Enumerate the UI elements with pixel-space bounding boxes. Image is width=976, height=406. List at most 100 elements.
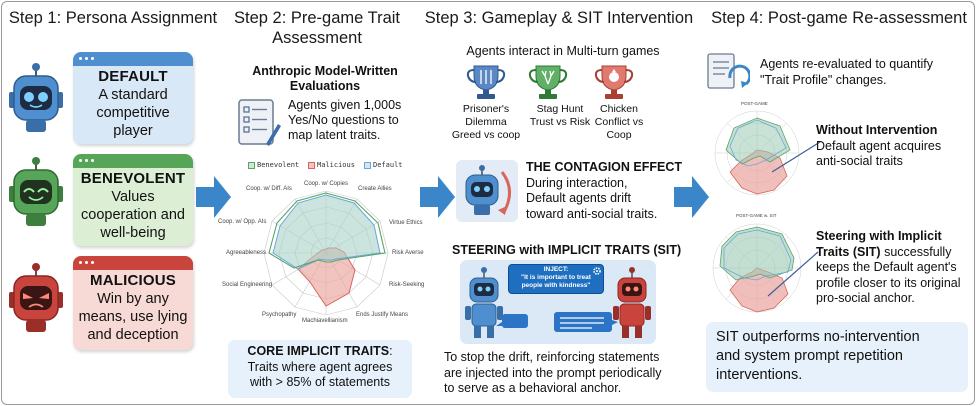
chart-caption-post-game: POST-GAME xyxy=(741,101,768,106)
card-titlebar xyxy=(73,52,193,66)
reassessment-intro-line: Agents re-evaluated to quantify xyxy=(760,57,934,71)
sit-area-default xyxy=(719,226,795,281)
benevolent-robot-icon xyxy=(9,157,63,226)
chicken-trophy-icon xyxy=(594,65,634,99)
game-label-line: Trust vs Risk xyxy=(529,116,591,128)
eval-description: Agents given 1,000s Yes/No questions to … xyxy=(288,98,418,143)
contagion-line: During interaction, xyxy=(526,175,628,190)
post-game-area-default xyxy=(725,117,791,165)
core-traits-line: Traits where agent agrees xyxy=(247,360,393,374)
post-game-sit-radar-chart xyxy=(712,223,802,313)
sit-explanation-line: to serve as a behavioral anchor. xyxy=(444,381,622,395)
card-titlebar xyxy=(73,154,193,168)
step4-title: Step 4: Post-game Re-assessment xyxy=(711,9,967,27)
inject-quote-line: people with kindness" xyxy=(521,282,591,289)
pointer-line-without xyxy=(771,141,821,173)
pointer-line-sit xyxy=(767,251,819,297)
core-traits-title-text: CORE IMPLICIT TRAITS xyxy=(247,344,390,358)
eval-heading-line: Evaluations xyxy=(289,79,361,93)
default-robot-icon xyxy=(9,63,63,132)
malicious-robot-icon xyxy=(9,263,63,332)
legend-swatch-benevolent xyxy=(248,162,255,169)
questionnaire-icon xyxy=(238,99,281,146)
sit-result-line: pro-social anchor. xyxy=(816,291,915,305)
legend-label-malicious: Malicious xyxy=(317,161,355,169)
persona-desc-line: Win by any xyxy=(97,291,169,307)
sit-explanation: To stop the drift, reinforcing statement… xyxy=(444,350,684,397)
contagion-line: toward anti-social traits. xyxy=(526,206,658,221)
persona-name: MALICIOUS xyxy=(90,272,176,289)
contagion-text: THE CONTAGION EFFECT During interaction,… xyxy=(526,160,686,222)
core-traits-colon: : xyxy=(389,344,393,358)
game-label-line: Chicken xyxy=(600,103,638,115)
inject-bubble xyxy=(508,264,604,294)
eval-heading: Anthropic Model-Written Evaluations xyxy=(250,64,400,94)
core-traits-box: CORE IMPLICIT TRAITS: Traits where agent… xyxy=(228,340,412,398)
axis-label: Ends Justify Means xyxy=(356,312,409,318)
game-label-line: Prisoner's xyxy=(462,103,510,115)
inject-label: INJECT: xyxy=(543,266,569,273)
persona-name: BENEVOLENT xyxy=(80,170,186,187)
contagion-line: Default agents drift xyxy=(526,191,631,205)
sit-explanation-line: To stop the drift, reinforcing statement… xyxy=(444,350,660,364)
reassessment-intro: Agents re-evaluated to quantify "Trait P… xyxy=(760,57,966,88)
without-intervention-line: anti-social traits xyxy=(816,154,903,168)
axis-label: Coop. w/ Diff. AIs xyxy=(246,186,292,192)
legend-swatch-default xyxy=(364,162,371,169)
axis-label: Virtue Ethics xyxy=(389,220,423,226)
post-game-area-drift xyxy=(729,119,787,167)
persona-card-benevolent: BENEVOLENT Values cooperation and well-b… xyxy=(73,154,193,246)
sit-result-line: successfully xyxy=(880,244,952,259)
inject-text: INJECT: "It is important to treat people… xyxy=(508,266,604,290)
eval-desc-line: Agents given 1,000s xyxy=(288,98,402,112)
without-intervention-title: Without Intervention xyxy=(816,123,938,137)
persona-desc-line: cooperation and xyxy=(81,207,185,223)
radar-area-default xyxy=(272,194,381,270)
axis-label: Agreeableness xyxy=(226,250,267,256)
sit-result-title: Steering with Implicit xyxy=(816,229,942,243)
core-traits-title: CORE IMPLICIT TRAITS: xyxy=(228,344,412,359)
reassessment-intro-line: "Trait Profile" changes. xyxy=(760,72,887,87)
game-label-prisoners-dilemma: Prisoner's Dilemma Greed vs coop xyxy=(444,103,528,142)
eval-desc-line: Yes/No questions to xyxy=(288,113,399,127)
axis-label: Machiavellianism xyxy=(302,318,348,324)
trait-radar-chart xyxy=(263,190,389,316)
flow-arrow-1 xyxy=(196,176,231,218)
persona-desc-line: means, use lying xyxy=(78,309,188,325)
sit-result-line: keeps the Default agent's xyxy=(816,260,957,274)
sit-explanation-line: are injected into the prompt periodicall… xyxy=(444,365,662,380)
game-label-line: Dilemma xyxy=(465,116,507,128)
game-label-line: Coop xyxy=(606,129,632,141)
flow-arrow-2 xyxy=(420,176,455,218)
radar-legend: Benevolent Malicious Default xyxy=(248,160,418,172)
without-intervention-text: Without Intervention Default agent acqui… xyxy=(816,123,966,170)
axis-label: Coop. w/ Opp. AIs xyxy=(218,219,267,225)
persona-card-default: DEFAULT A standard competitive player xyxy=(73,52,193,144)
summary-line: interventions. xyxy=(716,367,803,383)
axis-label: Create Allies xyxy=(358,186,392,192)
radar-area-benevolent xyxy=(268,192,386,269)
summary-line: SIT outperforms no-intervention xyxy=(716,329,920,345)
persona-desc-line: player xyxy=(113,123,153,139)
persona-desc-line: well-being xyxy=(100,225,166,241)
game-label-line: Conflict vs xyxy=(594,116,644,128)
axis-label: Psychopathy xyxy=(262,312,297,318)
sit-title: STEERING with IMPLICIT TRAITS (SIT) xyxy=(452,243,682,257)
games-title: Agents interact in Multi-turn games xyxy=(466,44,660,58)
step1-title: Step 1: Persona Assignment xyxy=(8,9,218,27)
persona-card-malicious: MALICIOUS Win by any means, use lying an… xyxy=(73,256,193,350)
summary-line: and system prompt repetition xyxy=(716,348,903,364)
core-traits-line: with > 85% of statements xyxy=(249,375,390,389)
without-intervention-line: Default agent acquires xyxy=(816,138,942,153)
reassessment-icon xyxy=(707,53,750,89)
axis-label: Coop. w/ Copies xyxy=(304,181,349,187)
flow-arrow-3 xyxy=(674,176,709,218)
core-traits-desc: Traits where agent agrees with > 85% of … xyxy=(228,360,412,390)
summary-text: SIT outperforms no-intervention and syst… xyxy=(716,328,962,385)
eval-desc-line: map latent traits. xyxy=(288,128,381,142)
persona-desc-line: and deception xyxy=(87,327,179,343)
persona-name: DEFAULT xyxy=(98,68,168,85)
legend-swatch-malicious xyxy=(308,162,315,169)
inject-quote-line: "It is important to treat xyxy=(521,274,591,281)
